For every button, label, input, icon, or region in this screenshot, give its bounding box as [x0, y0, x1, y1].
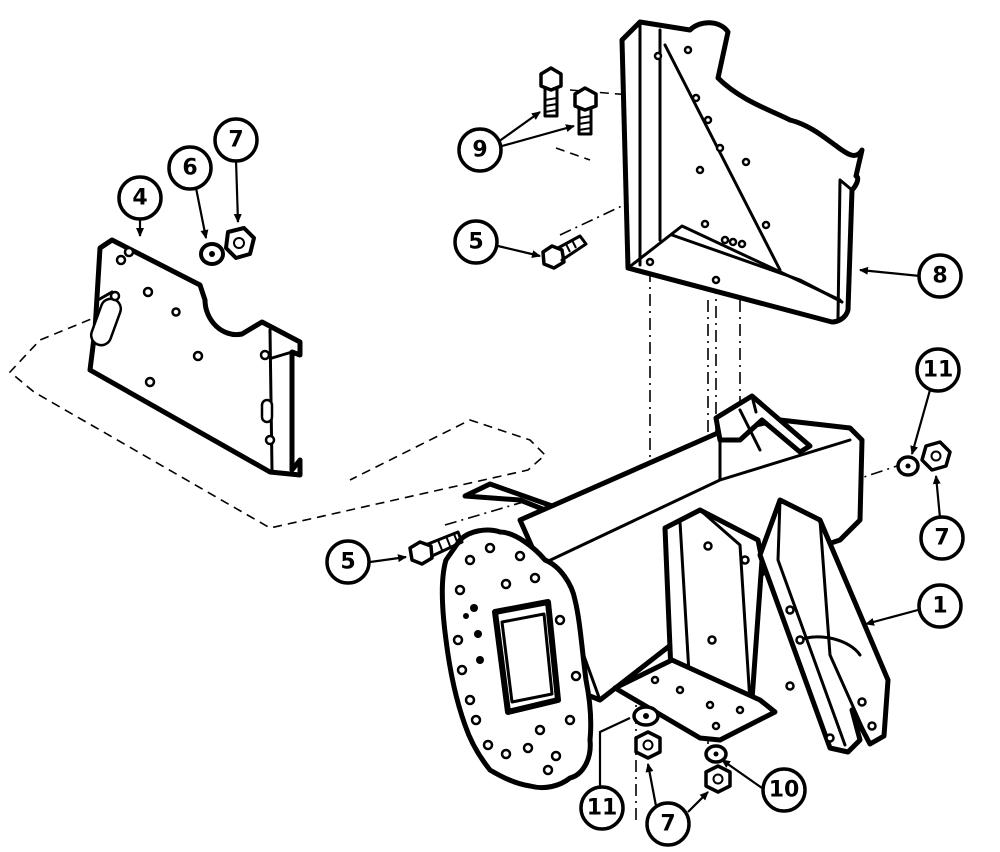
callout-4: 4	[117, 175, 163, 221]
bolt-part-5-lower	[408, 530, 464, 566]
callout-11-bottom: 11	[579, 785, 625, 831]
callout-label: 10	[769, 778, 800, 803]
callout-10: 10	[761, 767, 807, 813]
bolt-part-5-upper	[541, 234, 588, 270]
main-frame-part-1	[439, 393, 891, 791]
callout-8: 8	[917, 253, 963, 299]
callout-label: 11	[587, 796, 618, 821]
callout-6: 6	[167, 145, 213, 191]
callout-label: 11	[923, 358, 954, 383]
callout-label: 9	[472, 138, 487, 163]
callout-5-upper: 5	[453, 219, 499, 265]
callout-7-bottom: 7	[645, 801, 691, 847]
washer-part-11-right	[896, 455, 920, 477]
bolt-part-9-a	[539, 66, 563, 118]
callout-9: 9	[457, 127, 503, 173]
washer-part-11-bottom	[632, 705, 660, 727]
callout-label: 4	[132, 186, 147, 211]
callout-7-right: 7	[919, 515, 965, 561]
callout-label: 1	[932, 594, 947, 619]
leader-lines	[136, 111, 942, 813]
callout-label: 7	[228, 128, 243, 153]
callout-label: 7	[660, 812, 675, 837]
callout-1: 1	[917, 583, 963, 629]
nut-part-7-bottom-left	[634, 730, 662, 760]
bracket-plate-part-4	[87, 237, 303, 478]
nut-part-7-bottom-right	[704, 764, 732, 794]
washer-part-10	[704, 744, 728, 764]
washer-part-6	[199, 242, 225, 266]
callout-label: 6	[182, 156, 197, 181]
callout-7-upper-left: 7	[213, 117, 259, 163]
nut-part-7-right	[920, 440, 952, 472]
callout-label: 8	[932, 264, 947, 289]
callout-label: 5	[468, 230, 483, 255]
upper-bracket-part-8	[619, 19, 865, 325]
callout-5-lower: 5	[325, 539, 371, 585]
bolt-part-9-b	[573, 86, 598, 136]
callout-label: 5	[340, 550, 355, 575]
callout-label: 7	[934, 526, 949, 551]
callout-11-right: 11	[915, 347, 961, 393]
nut-part-7-upper	[224, 226, 256, 260]
